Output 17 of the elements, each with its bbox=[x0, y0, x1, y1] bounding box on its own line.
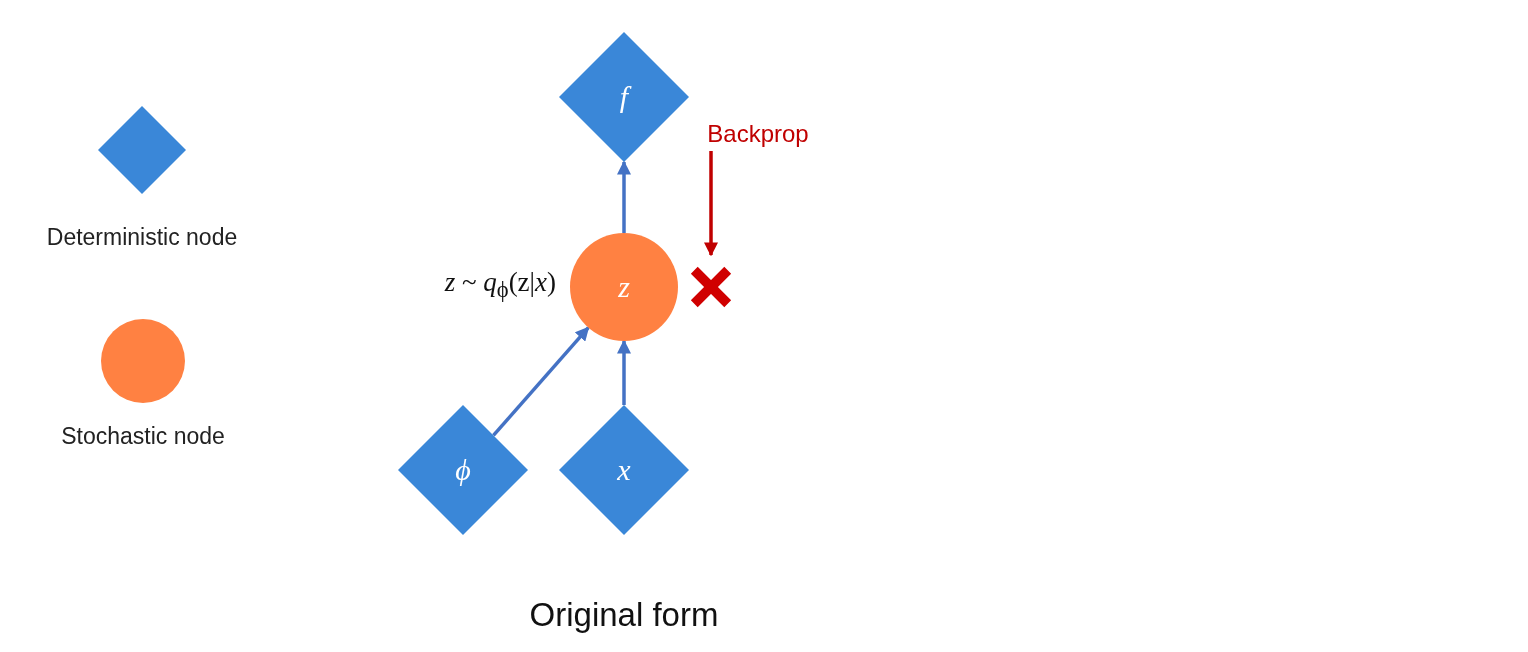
distribution-formula: z ~ q$_{ϕ}$(z|x) bbox=[444, 267, 556, 304]
deterministic-node bbox=[559, 32, 689, 162]
caption: Original form bbox=[528, 596, 720, 634]
cross-icon bbox=[689, 265, 733, 309]
arrow bbox=[704, 151, 718, 257]
deterministic-node bbox=[559, 405, 689, 535]
node-label: z bbox=[618, 270, 630, 304]
node-label: ϕ bbox=[455, 453, 471, 487]
legend-label: Stochastic node bbox=[60, 423, 226, 450]
deterministic-node bbox=[398, 405, 528, 535]
backprop-label: Backprop bbox=[702, 119, 814, 149]
legend-label: Deterministic node bbox=[45, 224, 239, 251]
arrow bbox=[492, 326, 590, 437]
arrow bbox=[617, 339, 631, 405]
stochastic-node bbox=[570, 233, 678, 341]
node-label: x bbox=[617, 453, 631, 487]
arrow bbox=[617, 160, 631, 233]
